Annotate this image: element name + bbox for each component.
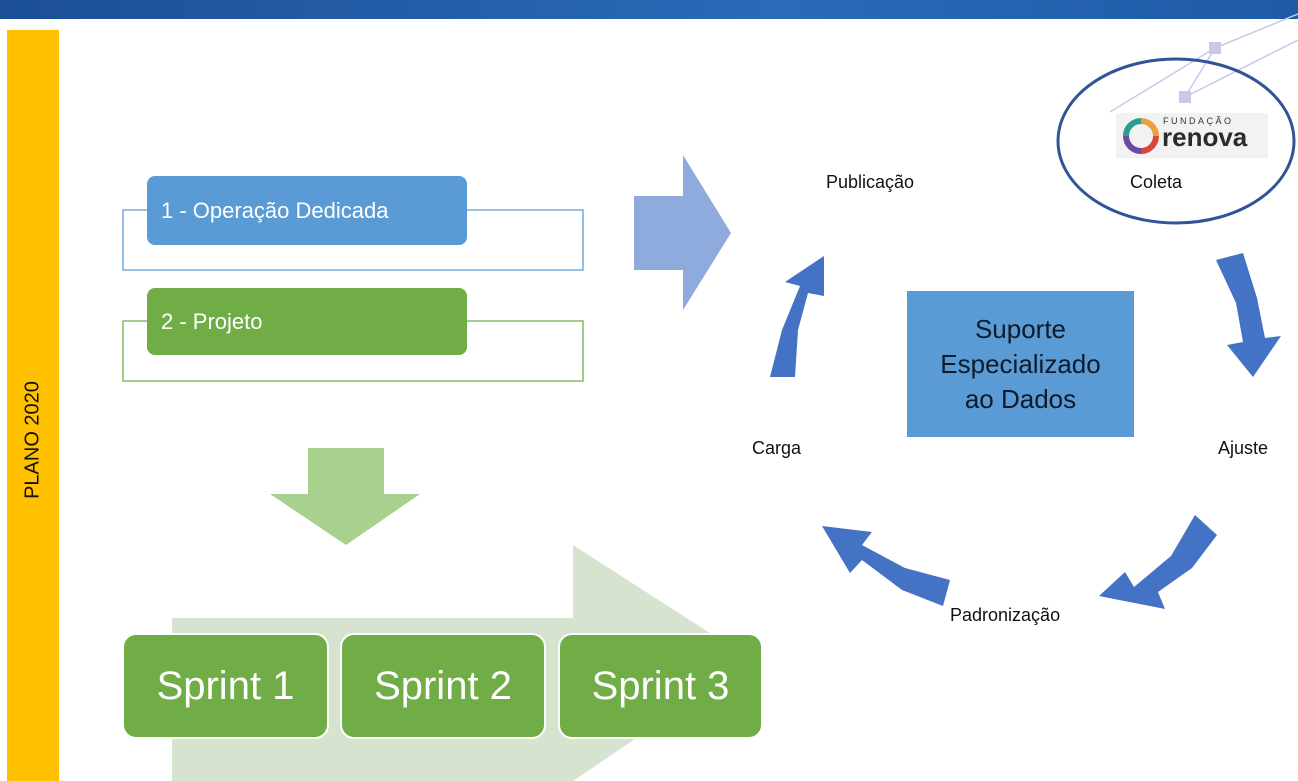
center-line-2: Especializado	[940, 348, 1101, 379]
logo-brand-text: renova	[1162, 122, 1248, 152]
plan-bracket-2	[122, 320, 584, 382]
step-label-coleta: Coleta	[1130, 172, 1183, 192]
renova-logo: FUNDAÇÃO renova	[1116, 113, 1268, 158]
step-label-carga: Carga	[752, 438, 802, 458]
center-line-3: ao Dados	[964, 383, 1077, 414]
decorative-network	[1109, 13, 1298, 113]
cycle-center-box: Suporte Especializado ao Dados	[907, 291, 1134, 437]
sidebar-band	[7, 30, 59, 781]
right-arrow	[634, 155, 731, 310]
plan-item-projeto: 2 - Projeto	[147, 288, 467, 355]
step-label-ajuste: Ajuste	[1218, 438, 1269, 458]
renova-logo-icon	[1123, 118, 1159, 154]
decorative-node	[1179, 91, 1191, 103]
plan-bracket-1	[122, 209, 584, 271]
plan-item-operacao-dedicada: 1 - Operação Dedicada	[147, 176, 467, 245]
step-label-padronizacao: Padronização	[950, 605, 1061, 625]
decorative-node	[1209, 42, 1221, 54]
sprint-1-box: Sprint 1	[122, 633, 329, 739]
center-line-1: Suporte	[974, 313, 1067, 344]
step-label-publicacao: Publicação	[826, 172, 915, 192]
down-arrow	[270, 448, 420, 545]
cycle-arrow-coleta-ajuste	[1216, 253, 1281, 377]
coleta-highlight-ellipse	[1056, 57, 1296, 225]
cycle-arrow-padronizacao-carga	[822, 526, 950, 606]
sprint-2-box: Sprint 2	[340, 633, 546, 739]
top-banner	[0, 0, 1298, 19]
cycle-arrow-ajuste-padronizacao	[1099, 515, 1217, 609]
logo-small-text: FUNDAÇÃO	[1163, 116, 1234, 126]
cycle-arrow-carga-publicacao	[770, 256, 824, 377]
sprint-3-box: Sprint 3	[558, 633, 763, 739]
